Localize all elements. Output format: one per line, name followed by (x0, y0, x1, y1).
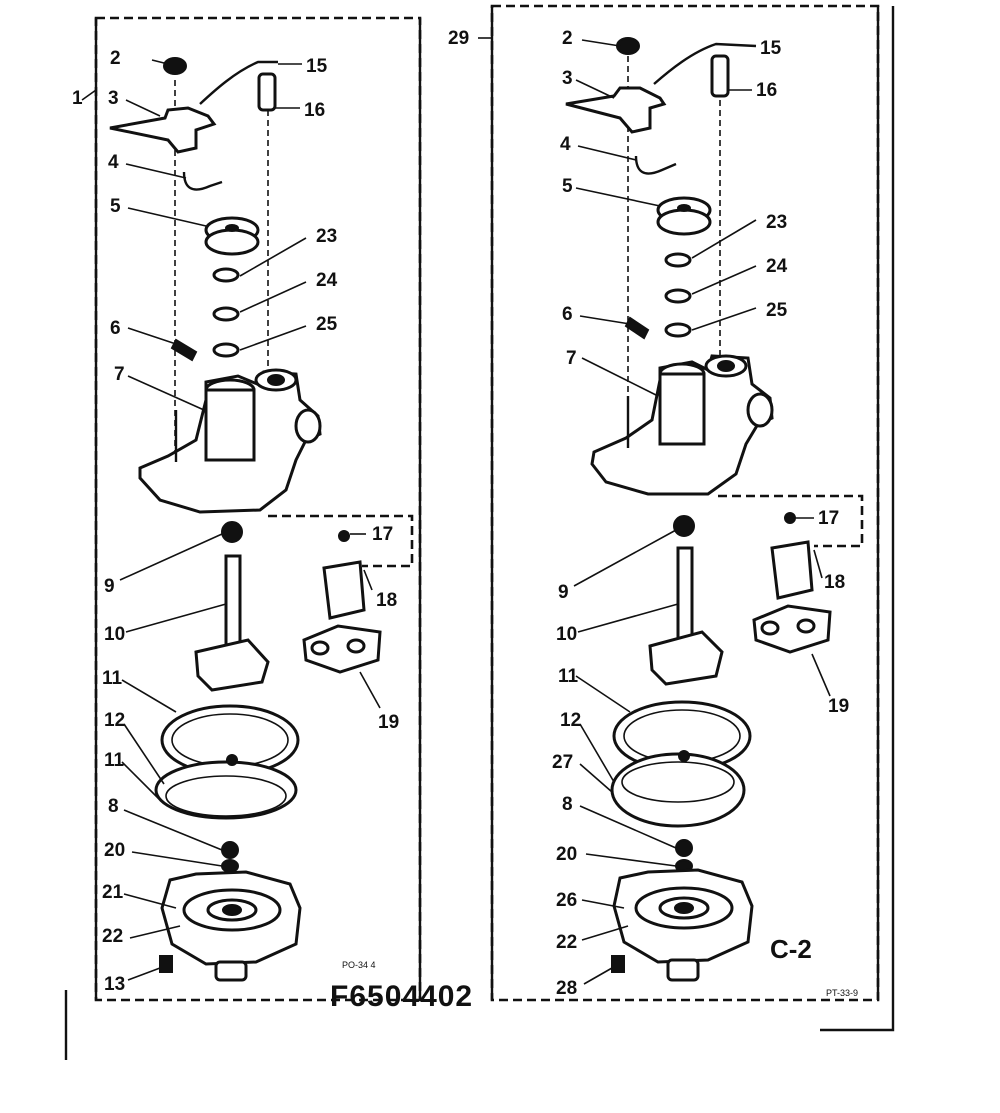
callout-right-10: 10 (556, 624, 577, 645)
callout-left-6: 6 (110, 318, 121, 339)
callout-right-4: 4 (560, 134, 571, 155)
callout-left-12: 12 (104, 710, 125, 731)
callout-left-17: 17 (372, 524, 393, 545)
callout-left-22: 22 (102, 926, 123, 947)
callout-left-15: 15 (306, 56, 328, 77)
callout-right-19: 19 (828, 696, 849, 717)
callout-left-8: 8 (108, 796, 119, 817)
callout-right-18: 18 (824, 572, 845, 593)
callout-right-8: 8 (562, 794, 573, 815)
callout-right-20: 20 (556, 844, 577, 865)
callout-left-group-1: 1 (72, 88, 83, 109)
callout-left-4: 4 (108, 152, 119, 173)
callout-left-9: 9 (104, 576, 115, 597)
callout-left-19: 19 (378, 712, 399, 733)
callout-left-3: 3 (108, 88, 119, 109)
callout-right-25: 25 (766, 300, 788, 321)
left-panel-border (64, 16, 422, 1060)
callout-right-28: 28 (556, 978, 577, 999)
callout-left-23: 23 (316, 226, 337, 247)
right-callouts: 2 3 15 16 4 5 23 24 25 6 7 17 18 9 10 19… (448, 28, 849, 999)
callout-right-16: 16 (756, 80, 777, 101)
right-panel-parts (565, 37, 864, 982)
small-code-right: PT-33-9 (826, 988, 858, 998)
callout-left-20: 20 (104, 840, 125, 861)
callout-left-13: 13 (104, 974, 125, 995)
callout-left-25: 25 (316, 314, 338, 335)
callout-right-3: 3 (562, 68, 573, 89)
callout-right-23: 23 (766, 212, 787, 233)
callout-left-24: 24 (316, 270, 338, 291)
callout-right-26: 26 (556, 890, 577, 911)
variant-caption: C-2 (770, 934, 812, 964)
part-number-caption: F6504402 (330, 980, 473, 1013)
callout-right-9: 9 (558, 582, 569, 603)
small-code-left: PO-34 4 (342, 960, 376, 970)
callout-left-5: 5 (110, 196, 121, 217)
callout-left-2: 2 (110, 48, 121, 69)
callout-left-21: 21 (102, 882, 124, 903)
left-leader-lines (81, 59, 381, 981)
callout-right-22: 22 (556, 932, 577, 953)
callout-right-group-29: 29 (448, 28, 469, 49)
callout-right-24: 24 (766, 256, 788, 277)
callout-right-2: 2 (562, 28, 573, 49)
callout-left-16: 16 (304, 100, 325, 121)
callout-right-6: 6 (562, 304, 573, 325)
callout-right-15: 15 (760, 38, 782, 59)
callout-left-7: 7 (114, 364, 125, 385)
callout-right-27: 27 (552, 752, 573, 773)
right-leader-lines (478, 37, 831, 985)
callout-left-11a: 11 (102, 668, 123, 689)
callout-left-18: 18 (376, 590, 397, 611)
callout-right-7: 7 (566, 348, 577, 369)
right-panel-border (490, 4, 895, 1032)
callout-right-12: 12 (560, 710, 581, 731)
callout-right-17: 17 (818, 508, 839, 529)
callout-right-11: 11 (558, 666, 579, 687)
callout-left-11b: 11 (104, 750, 125, 771)
callout-left-10: 10 (104, 624, 125, 645)
left-callouts: 2 3 15 16 4 5 23 24 25 6 7 17 18 9 10 19… (72, 48, 399, 995)
left-panel-parts (109, 57, 414, 982)
callout-right-5: 5 (562, 176, 573, 197)
